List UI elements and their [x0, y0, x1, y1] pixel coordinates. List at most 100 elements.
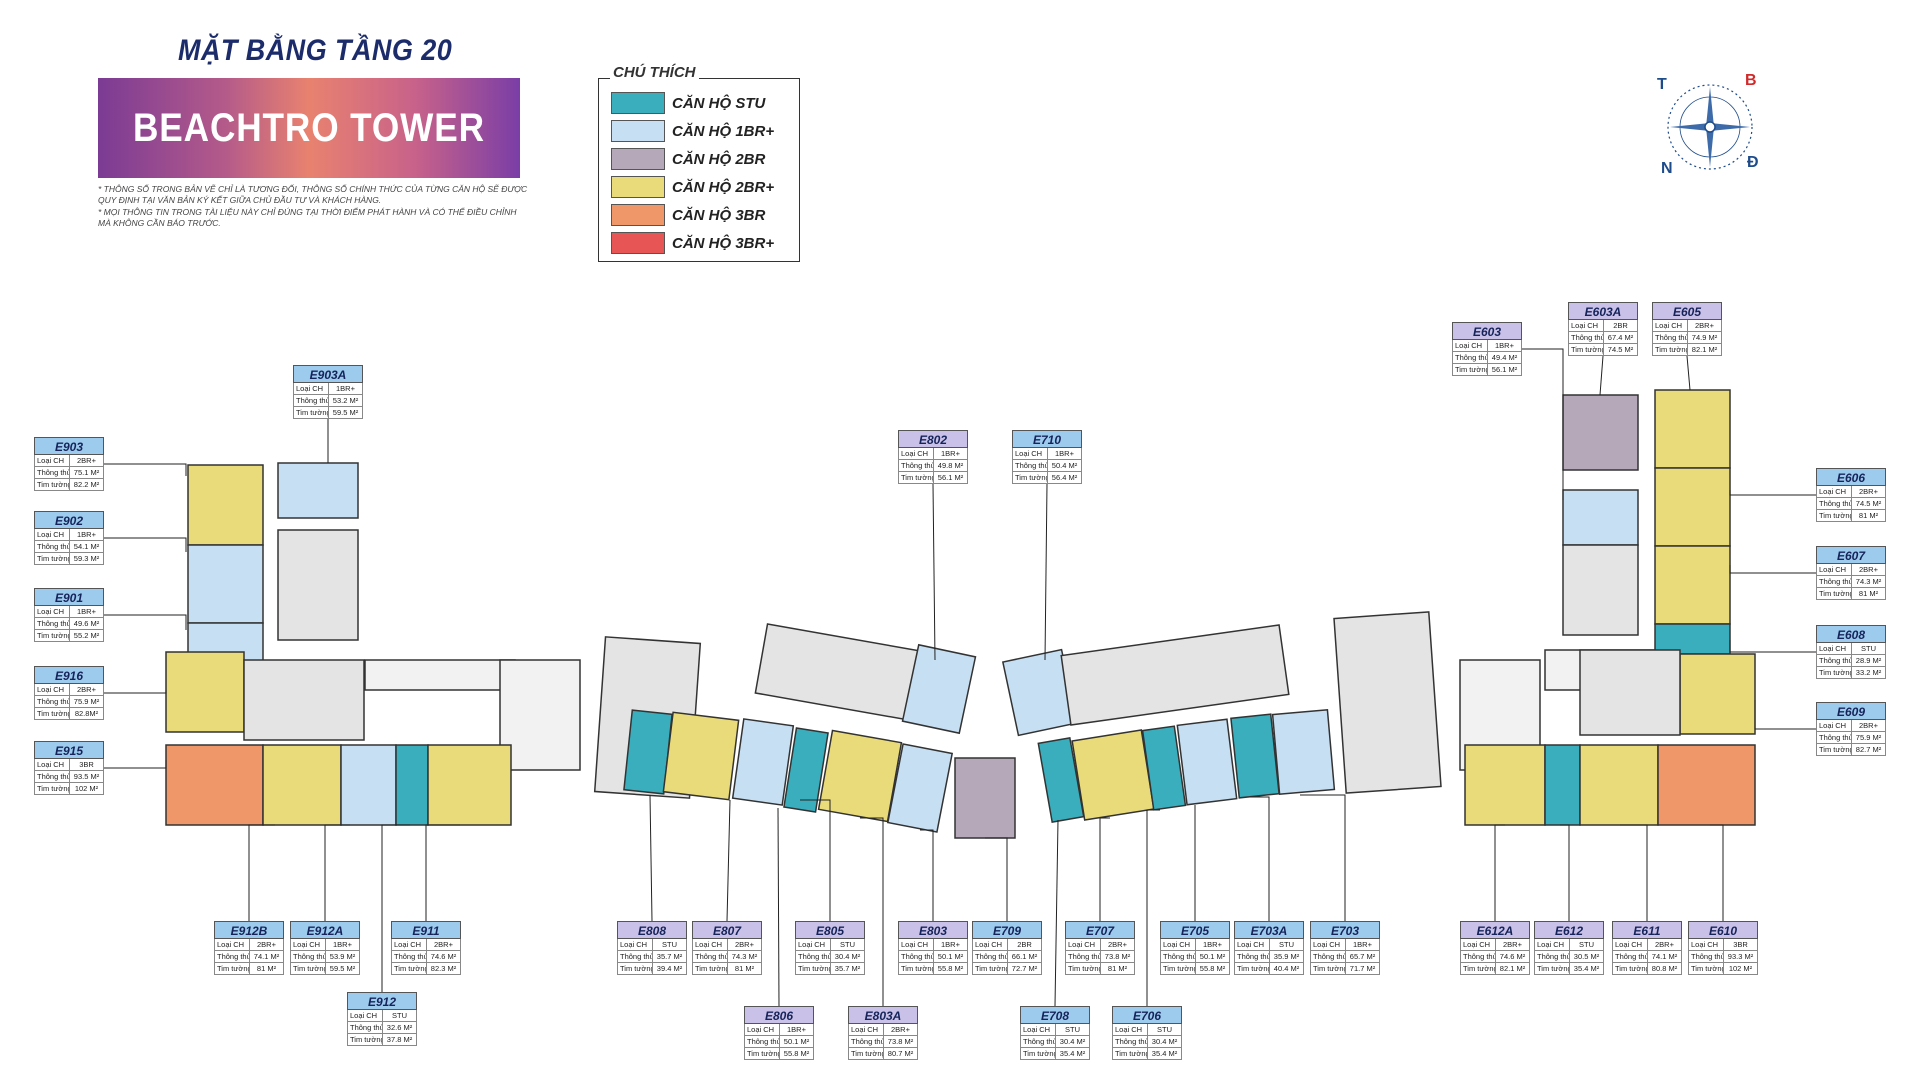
row-label: Loại CH: [214, 939, 250, 951]
row-label: Loại CH: [1065, 939, 1101, 951]
leader-line: [1754, 700, 1816, 730]
legend-item-2br-plus: CĂN HỘ 2BR+: [611, 175, 774, 199]
row-value: 2BR+: [1101, 939, 1135, 951]
row-label: Tim tường: [1816, 667, 1852, 679]
row-label: Tim tường: [34, 479, 70, 491]
row-value: 1BR+: [934, 939, 968, 951]
leader-line: [932, 483, 936, 661]
row-value: 2BR+: [250, 939, 284, 951]
corridor: [499, 659, 581, 771]
unit-net-row: Thông thủy74.3 M²: [1816, 576, 1886, 588]
row-value: 2BR+: [427, 939, 461, 951]
unit-id: E911: [391, 921, 461, 939]
row-label: Thông thủy: [290, 951, 326, 963]
row-label: Loại CH: [391, 939, 427, 951]
row-label: Tim tường: [898, 472, 934, 484]
unit-net-row: Thông thủy75.9 M²: [34, 696, 104, 708]
unit-E912: [395, 744, 429, 826]
row-label: Loại CH: [1612, 939, 1648, 951]
leader-line: [1054, 819, 1059, 1007]
row-value: 74.1 M²: [1648, 951, 1682, 963]
row-value: 40.4 M²: [1270, 963, 1304, 975]
note: * MỌI THÔNG TIN TRONG TÀI LIỆU NÀY CHỈ Đ…: [98, 207, 517, 228]
row-label: Thông thủy: [1112, 1036, 1148, 1048]
row-value: 37.8 M²: [383, 1034, 417, 1046]
leader-line: [800, 799, 831, 921]
unit-id: E903: [34, 437, 104, 455]
row-label: Tim tường: [848, 1048, 884, 1060]
row-value: STU: [653, 939, 687, 951]
unit-net-row: Thông thủy30.5 M²: [1534, 951, 1604, 963]
leader-line: [425, 824, 460, 921]
row-label: Thông thủy: [898, 951, 934, 963]
row-label: Thông thủy: [347, 1022, 383, 1034]
unit-E706: [1141, 725, 1187, 811]
unit-id: E903A: [293, 365, 363, 383]
unit-id: E710: [1012, 430, 1082, 448]
unit-net-row: Thông thủy54.1 M²: [34, 541, 104, 553]
row-label: Thông thủy: [1310, 951, 1346, 963]
compass-south-label: N: [1661, 160, 1673, 177]
row-label: Loại CH: [290, 939, 326, 951]
row-value: STU: [1270, 939, 1304, 951]
row-label: Tim tường: [795, 963, 831, 975]
row-label: Tim tường: [744, 1048, 780, 1060]
row-label: Loại CH: [347, 1010, 383, 1022]
leader-line: [1729, 640, 1816, 653]
leader-line: [1494, 824, 1505, 921]
leader-line: [324, 824, 350, 921]
row-label: Loại CH: [1452, 340, 1488, 352]
row-value: 93.5 M²: [70, 771, 104, 783]
leader-line: [1522, 348, 1564, 500]
legend-item-1br: CĂN HỘ 1BR+: [611, 119, 774, 143]
row-label: Loại CH: [34, 684, 70, 696]
row-label: Loại CH: [293, 383, 329, 395]
row-value: 74.6 M²: [427, 951, 461, 963]
row-label: Thông thủy: [1012, 460, 1048, 472]
row-value: 2BR: [1604, 320, 1638, 332]
row-label: Loại CH: [1568, 320, 1604, 332]
row-label: Tim tường: [1612, 963, 1648, 975]
row-label: Tim tường: [34, 630, 70, 642]
unit-net-row: Thông thủy74.3 M²: [692, 951, 762, 963]
row-value: 28.9 M²: [1852, 655, 1886, 667]
row-value: 59.5 M²: [329, 407, 363, 419]
row-label: Tim tường: [290, 963, 326, 975]
row-value: 74.5 M²: [1852, 498, 1886, 510]
row-value: 59.5 M²: [326, 963, 360, 975]
unit-net-row: Thông thủy49.6 M²: [34, 618, 104, 630]
row-label: Thông thủy: [1065, 951, 1101, 963]
core-east: [1562, 544, 1639, 636]
leader-line: [1146, 809, 1160, 1006]
row-value: 49.4 M²: [1488, 352, 1522, 364]
unit-E802: [901, 643, 977, 735]
row-label: Tim tường: [34, 783, 70, 795]
row-value: 35.7 M²: [653, 951, 687, 963]
row-label: Tim tường: [1310, 963, 1346, 975]
legend-label: CĂN HỘ 3BR: [672, 206, 766, 224]
unit-E707: [1071, 729, 1155, 821]
